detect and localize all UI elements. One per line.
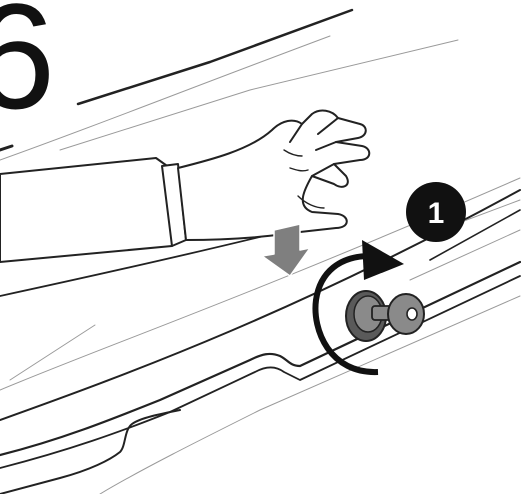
callout-1-label: 1: [428, 197, 445, 230]
callout-1: 1: [406, 182, 466, 242]
key-icon: [346, 291, 424, 341]
step-number: 6: [0, 0, 55, 140]
